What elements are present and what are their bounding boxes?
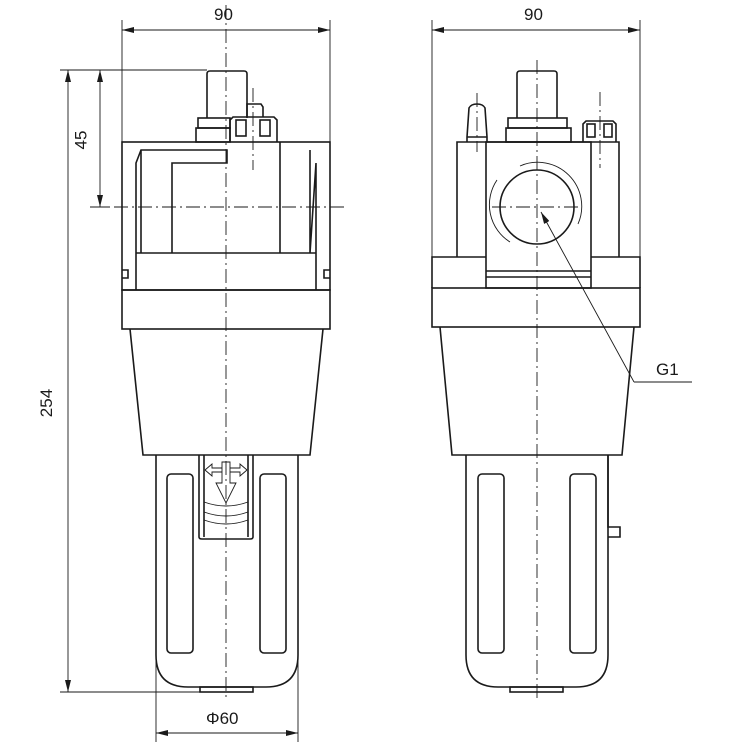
side-top [466, 70, 617, 168]
side-body [431, 141, 641, 328]
bowl-diameter-label: Φ60 [206, 709, 239, 728]
front-view [90, 5, 345, 700]
front-width-label: 90 [214, 5, 233, 24]
front-body [121, 141, 331, 330]
port-thread-label: G1 [656, 360, 679, 379]
front-dimensions [60, 20, 331, 742]
side-width-label: 90 [524, 5, 543, 24]
flow-arrow-icon [204, 461, 248, 505]
side-dimensions [431, 20, 692, 383]
drain-tab [607, 455, 621, 538]
side-view [431, 60, 641, 700]
front-bowl [129, 328, 324, 693]
front-cap [195, 70, 278, 143]
port-leader [540, 211, 635, 383]
top-to-port-label: 45 [71, 130, 91, 150]
overall-height-label: 254 [37, 388, 57, 418]
